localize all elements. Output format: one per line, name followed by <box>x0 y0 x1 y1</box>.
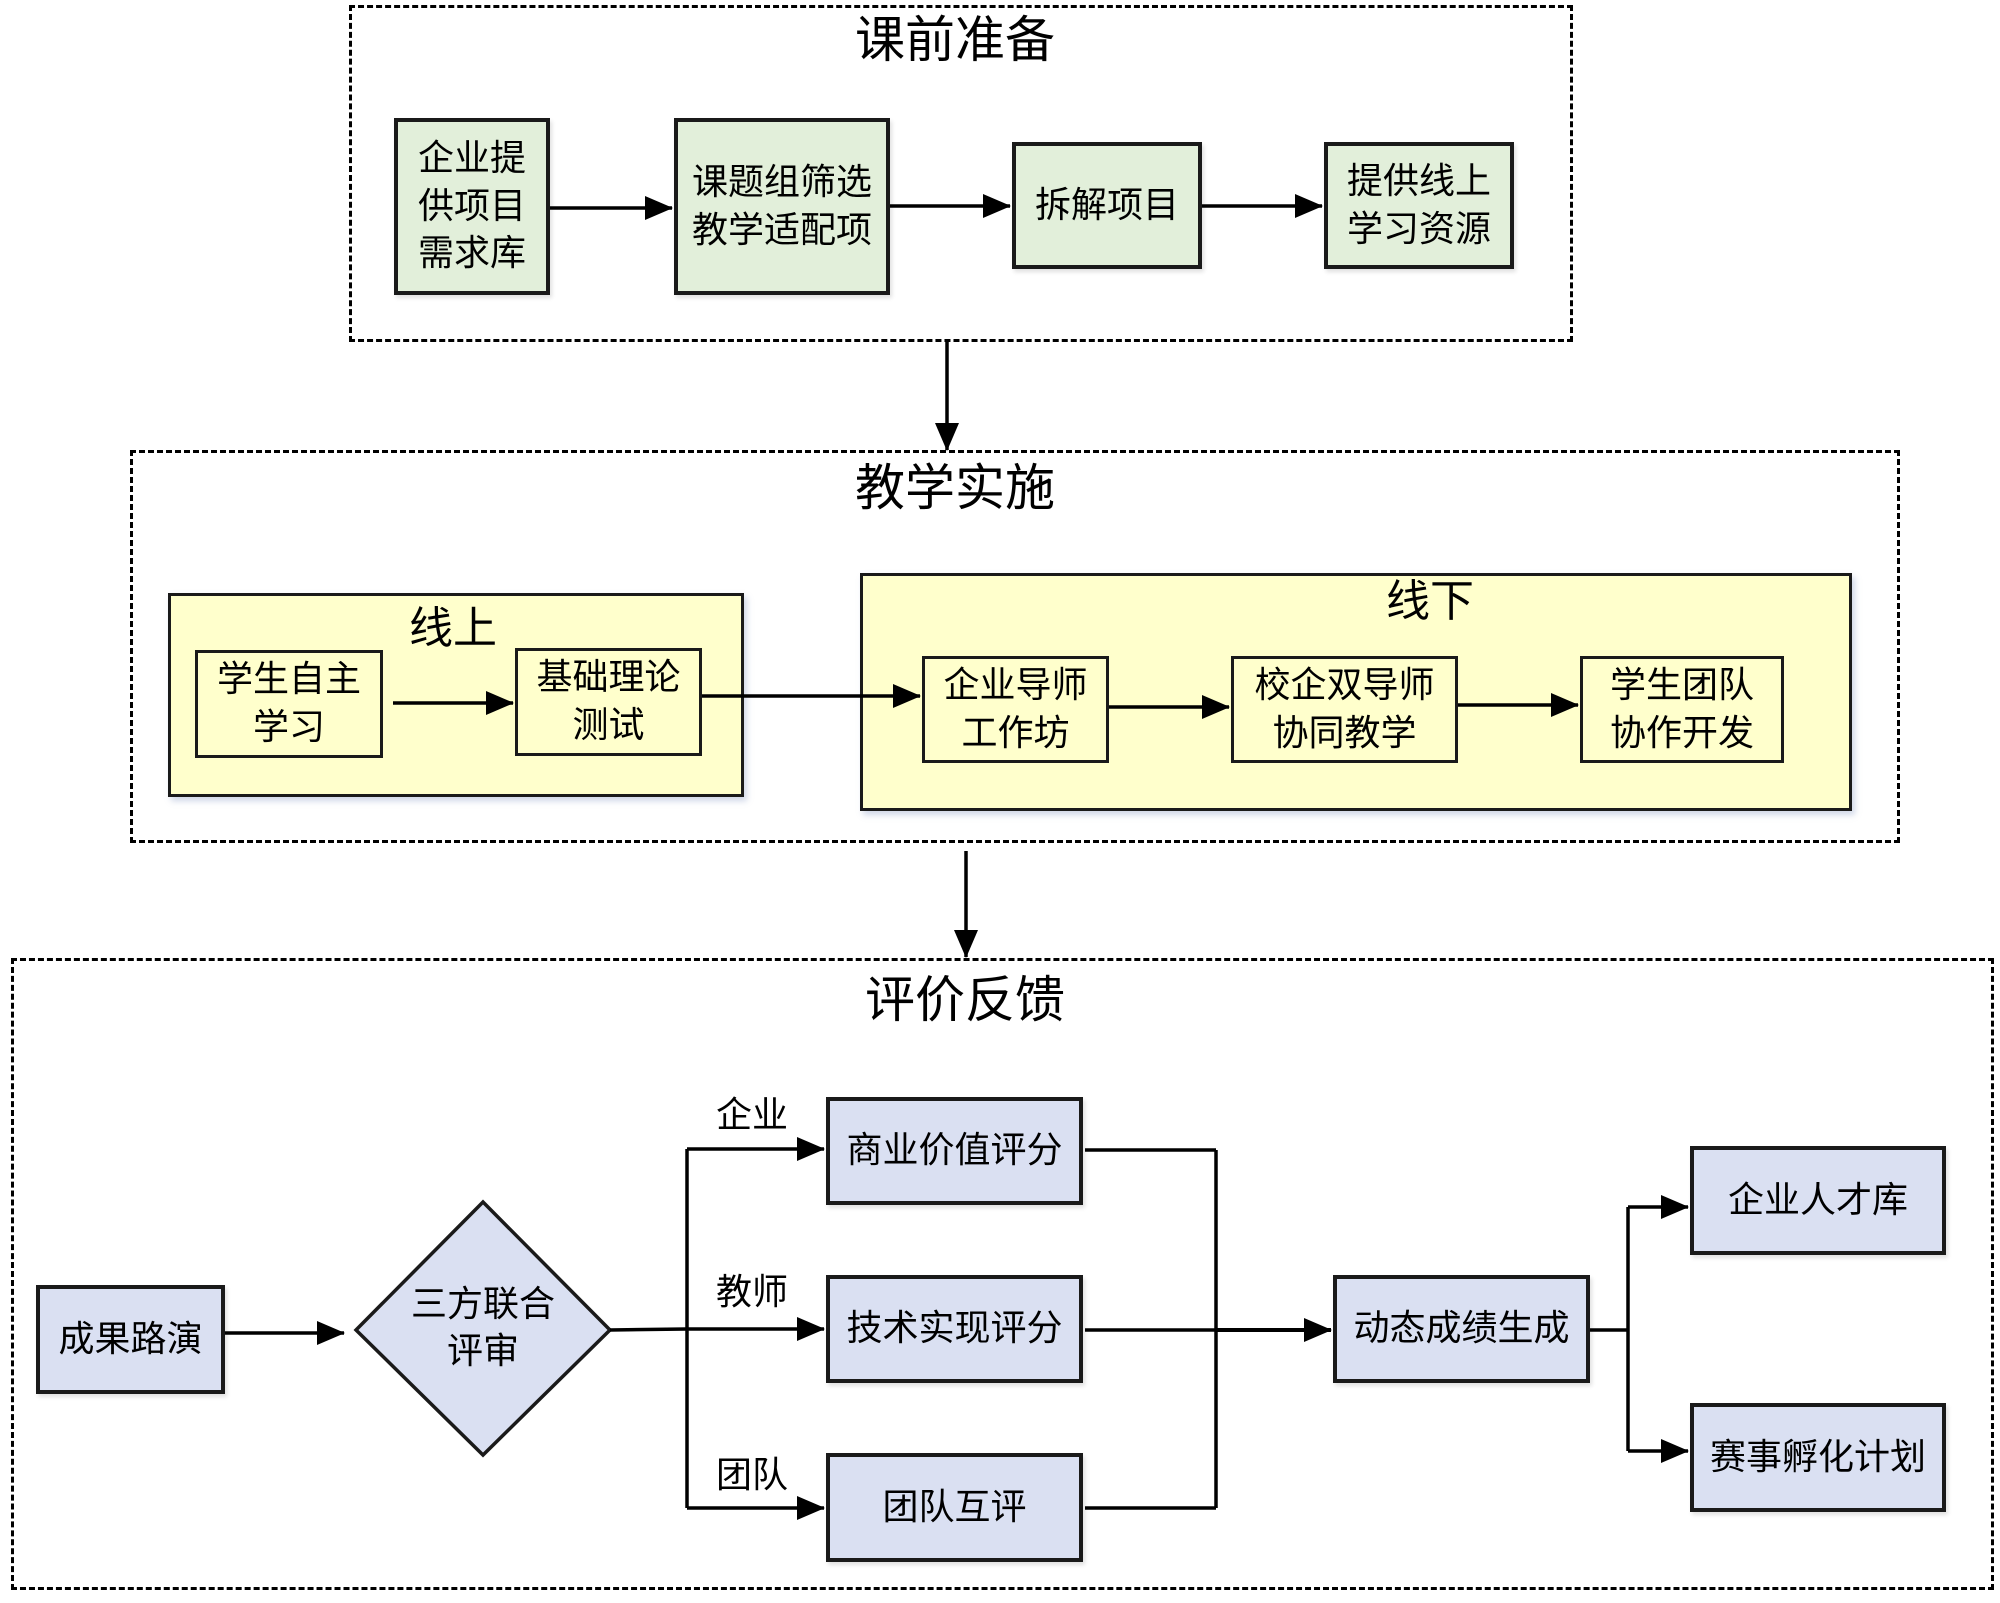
step-label: 赛事孵化计划 <box>1709 1436 1926 1478</box>
step-label: 学生自主 学习 <box>216 659 361 748</box>
step-label: 基础理论 测试 <box>536 657 681 746</box>
step-mentor-workshop: 企业导师 工作坊 <box>922 656 1109 763</box>
step-label: 成果路演 <box>58 1318 203 1360</box>
step-online-resources: 提供线上 学习资源 <box>1324 142 1514 269</box>
step-label: 课题组筛选 教学适配项 <box>691 161 872 251</box>
step-theory-test: 基础理论 测试 <box>515 648 702 756</box>
section-implementation-title: 教学实施 <box>855 459 1055 517</box>
step-label: 企业人才库 <box>1727 1179 1908 1221</box>
decision-joint-review: 三方联合 评审 <box>356 1202 610 1455</box>
step-label: 动态成绩生成 <box>1353 1308 1570 1350</box>
branch-label-teacher: 教师 <box>716 1272 789 1313</box>
section-evaluation-title: 评价反馈 <box>865 971 1065 1029</box>
group-online-title: 线上 <box>409 603 497 654</box>
branch-label-team: 团队 <box>716 1455 789 1496</box>
step-label: 企业导师 工作坊 <box>943 664 1088 754</box>
step-team-development: 学生团队 协作开发 <box>1580 656 1784 763</box>
step-roadshow: 成果路演 <box>36 1285 225 1394</box>
section-prep-title: 课前准备 <box>855 11 1055 69</box>
step-label: 提供线上 学习资源 <box>1346 160 1491 250</box>
step-dynamic-grade: 动态成绩生成 <box>1333 1275 1590 1383</box>
step-label: 技术实现评分 <box>846 1308 1063 1350</box>
step-self-study: 学生自主 学习 <box>195 650 383 758</box>
branch-label-enterprise: 企业 <box>716 1095 789 1136</box>
step-label: 企业提 供项目 需求库 <box>417 138 526 275</box>
section-implementation <box>130 450 1900 843</box>
group-offline-title: 线下 <box>1386 576 1474 627</box>
step-label: 团队互评 <box>882 1486 1027 1528</box>
step-label: 校企双导师 协同教学 <box>1254 664 1435 754</box>
section-evaluation <box>11 958 1994 1590</box>
output-talent-pool: 企业人才库 <box>1690 1146 1946 1255</box>
step-label: 学生团队 协作开发 <box>1609 664 1754 754</box>
step-enterprise-project-library: 企业提 供项目 需求库 <box>394 118 550 295</box>
step-screen-teaching-items: 课题组筛选 教学适配项 <box>674 118 890 295</box>
decision-label: 三方联合 评审 <box>410 1283 555 1372</box>
step-peer-review: 团队互评 <box>826 1453 1083 1562</box>
step-label: 拆解项目 <box>1034 184 1179 226</box>
section-prep <box>349 5 1573 342</box>
output-incubation-plan: 赛事孵化计划 <box>1690 1403 1946 1512</box>
step-label: 商业价值评分 <box>846 1130 1063 1172</box>
step-technical-score: 技术实现评分 <box>826 1275 1083 1383</box>
step-commercial-value-score: 商业价值评分 <box>826 1097 1083 1205</box>
step-decompose-project: 拆解项目 <box>1012 142 1202 269</box>
step-dual-mentor-teaching: 校企双导师 协同教学 <box>1231 656 1458 763</box>
